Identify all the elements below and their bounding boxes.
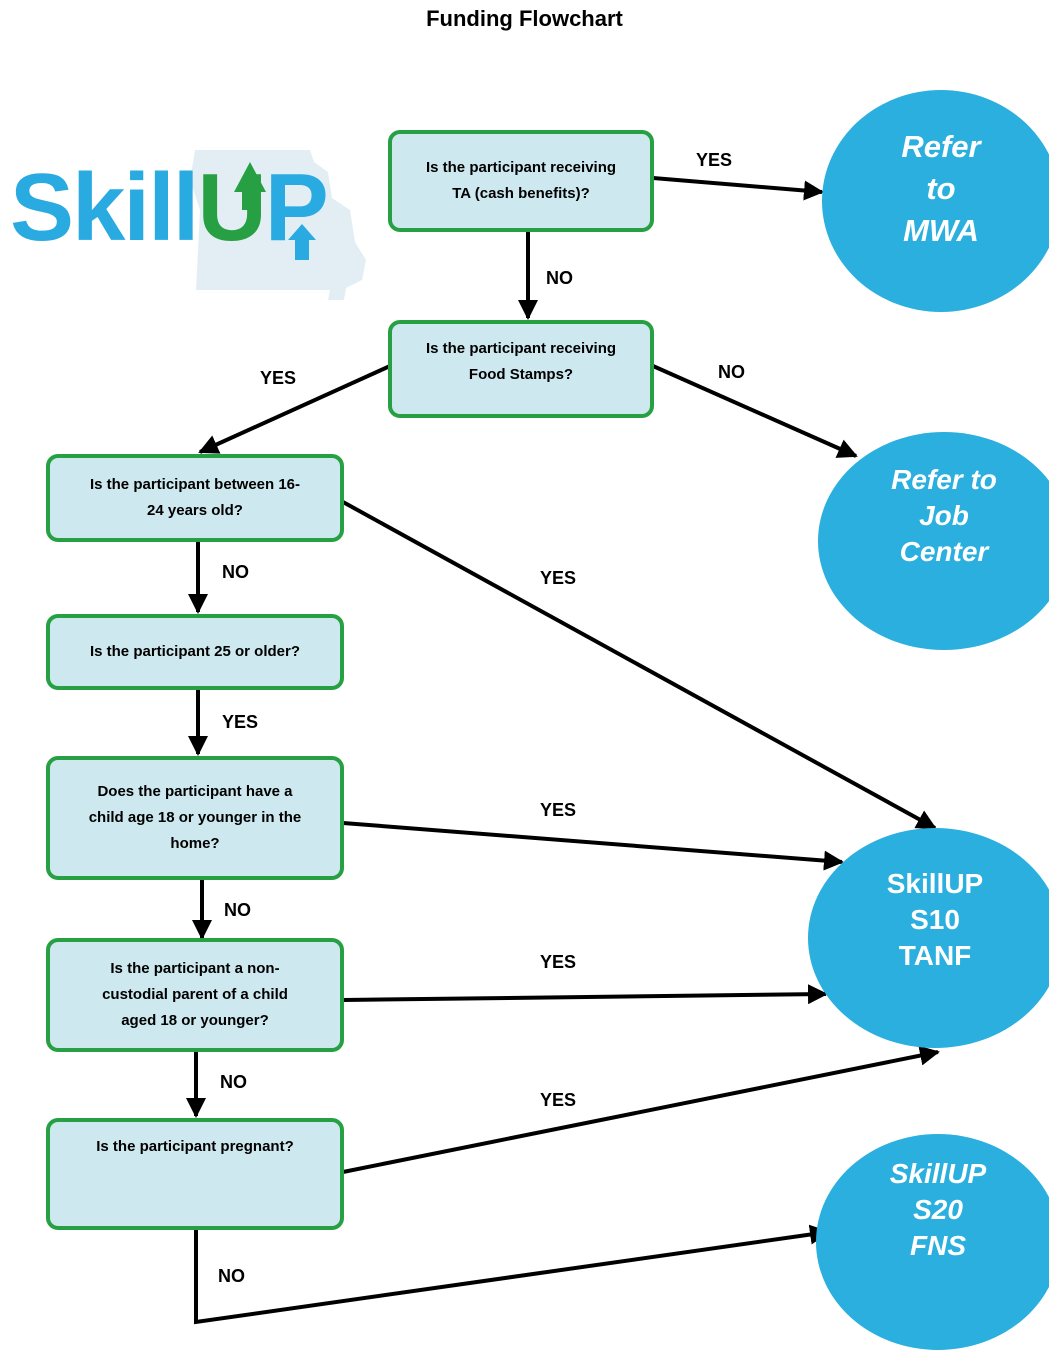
- up-arrow-icon: [234, 162, 316, 260]
- flowchart-title: Funding Flowchart: [426, 6, 623, 31]
- arrow-child-yes: [342, 821, 844, 871]
- label-pregnant-no: NO: [218, 1266, 245, 1286]
- decision-age-16-24: Is the participant between 16-24 years o…: [46, 454, 344, 542]
- decision-age-25-older: Is the participant 25 or older?: [46, 614, 344, 690]
- label-age16-no: NO: [222, 562, 249, 582]
- arrow-food-no: [652, 364, 858, 458]
- label-food-yes: YES: [260, 368, 297, 388]
- label-ta-no: NO: [546, 268, 573, 288]
- label-noncust-yes: YES: [540, 952, 577, 972]
- arrow-pregnant-no: [194, 1224, 830, 1325]
- label-child-no: NO: [224, 900, 251, 920]
- arrow-food-yes: [198, 364, 391, 454]
- missouri-map-icon: [190, 150, 366, 300]
- skillup-logo: SkillUP: [10, 150, 370, 310]
- label-child-yes: YES: [540, 800, 577, 820]
- label-noncust-no: NO: [220, 1072, 247, 1092]
- label-age16-yes: YES: [540, 568, 577, 588]
- label-pregnant-yes: YES: [540, 1090, 577, 1110]
- arrow-age16-yes: [342, 500, 937, 830]
- label-ta-yes: YES: [696, 150, 733, 170]
- decision-non-custodial-parent: Is the participant a non-custodial paren…: [46, 938, 344, 1052]
- decision-pregnant: Is the participant pregnant?: [46, 1118, 344, 1230]
- arrow-noncust-yes: [342, 984, 828, 1005]
- arrow-pregnant-yes: [342, 1045, 940, 1174]
- label-food-no: NO: [718, 362, 745, 382]
- label-age25-yes: YES: [222, 712, 259, 732]
- arrow-ta-yes: [652, 176, 824, 201]
